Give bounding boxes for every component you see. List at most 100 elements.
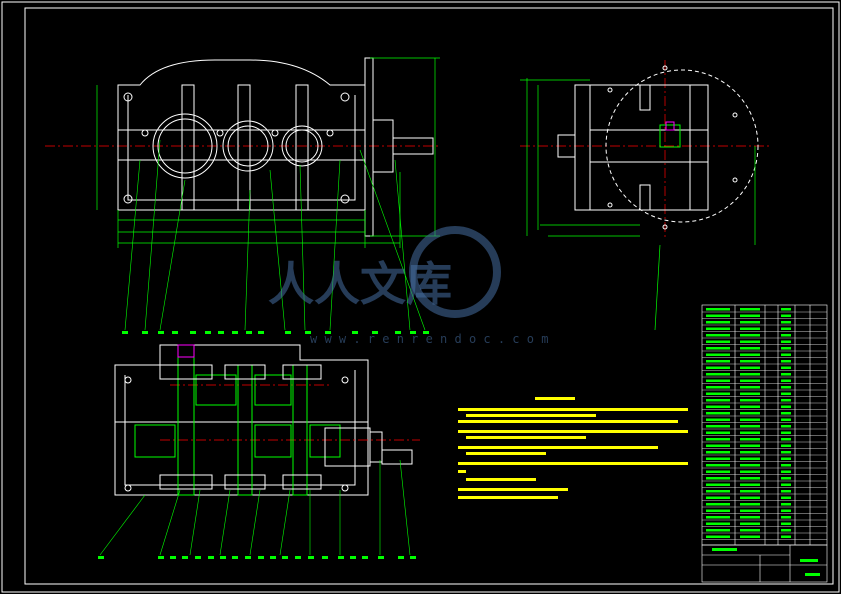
parts-list-entry (706, 425, 730, 428)
parts-list-entry (706, 386, 730, 389)
item-number (98, 556, 104, 559)
item-number (423, 331, 429, 334)
item-number (398, 556, 404, 559)
parts-list-entry (781, 392, 791, 395)
parts-list-entry (706, 412, 730, 415)
item-number (282, 556, 288, 559)
parts-list-entry (740, 444, 760, 447)
item-number (338, 556, 344, 559)
item-number (208, 556, 214, 559)
parts-list-entry (781, 535, 791, 538)
parts-list-entry (781, 470, 791, 473)
item-number (142, 331, 148, 334)
parts-list-entry (706, 431, 730, 434)
parts-list-entry (740, 379, 760, 382)
item-number (182, 556, 188, 559)
item-number (190, 331, 196, 334)
parts-list-entry (740, 399, 760, 402)
parts-list-entry (781, 360, 791, 363)
parts-list-entry (781, 516, 791, 519)
item-number (218, 331, 224, 334)
parts-list-entry (781, 366, 791, 369)
parts-list-entry (781, 509, 791, 512)
item-number (170, 556, 176, 559)
parts-list-entry (781, 327, 791, 330)
item-number (378, 556, 384, 559)
parts-list-entry (740, 334, 760, 337)
item-number (350, 556, 356, 559)
parts-list-entry (781, 477, 791, 480)
parts-list-entry (740, 308, 760, 311)
parts-list-entry (706, 334, 730, 337)
parts-list-entry (706, 418, 730, 421)
parts-list-entry (706, 366, 730, 369)
parts-list-entry (706, 464, 730, 467)
parts-list-entry (781, 431, 791, 434)
parts-list-entry (740, 340, 760, 343)
item-number (232, 331, 238, 334)
parts-list-entry (740, 353, 760, 356)
item-number (258, 331, 264, 334)
item-number (246, 331, 252, 334)
parts-list-entry (781, 490, 791, 493)
item-number (322, 556, 328, 559)
item-number (245, 556, 251, 559)
parts-list-entry (706, 444, 730, 447)
parts-list-entry (740, 509, 760, 512)
parts-list-entry (740, 366, 760, 369)
item-number (372, 331, 378, 334)
parts-list-entry (781, 405, 791, 408)
parts-list-entry (740, 464, 760, 467)
parts-list-entry (740, 327, 760, 330)
parts-list-entry (781, 438, 791, 441)
item-number (325, 331, 331, 334)
parts-list-entry (740, 503, 760, 506)
parts-list-entry (706, 522, 730, 525)
technical-requirements (458, 397, 688, 499)
parts-list-entry (706, 405, 730, 408)
parts-list-entry (706, 340, 730, 343)
inner-frame (24, 7, 834, 585)
parts-list-entry (781, 503, 791, 506)
parts-list-entry (706, 360, 730, 363)
item-number (295, 556, 301, 559)
parts-list-entry (781, 399, 791, 402)
parts-list-entry (781, 483, 791, 486)
parts-list-entry (781, 529, 791, 532)
parts-list-entry (781, 457, 791, 460)
parts-list-entry (781, 334, 791, 337)
parts-list-entry (781, 308, 791, 311)
parts-list-entry (706, 483, 730, 486)
parts-list-entry (740, 314, 760, 317)
parts-list-entry (740, 457, 760, 460)
parts-list-entry (781, 522, 791, 525)
parts-list-entry (706, 457, 730, 460)
parts-list-entry (781, 386, 791, 389)
item-number (232, 556, 238, 559)
front-view (45, 57, 440, 248)
parts-list-rows (702, 311, 827, 540)
parts-list-entry (740, 431, 760, 434)
parts-list-entry (781, 347, 791, 350)
parts-list-entry (740, 373, 760, 376)
parts-list-entry (781, 340, 791, 343)
parts-list-entry (781, 496, 791, 499)
parts-list-entry (706, 535, 730, 538)
parts-list-entry (740, 392, 760, 395)
item-number (172, 331, 178, 334)
parts-list-entry (706, 379, 730, 382)
parts-list-entry (706, 503, 730, 506)
parts-list-entry (781, 379, 791, 382)
item-number-row-bottom (98, 556, 416, 559)
item-number (205, 331, 211, 334)
parts-list-entry (740, 496, 760, 499)
item-number (305, 331, 311, 334)
parts-list-entry (740, 425, 760, 428)
item-number (158, 331, 164, 334)
parts-list-entry (781, 321, 791, 324)
parts-list-entry (781, 451, 791, 454)
item-number (285, 331, 291, 334)
parts-list-entry (706, 477, 730, 480)
